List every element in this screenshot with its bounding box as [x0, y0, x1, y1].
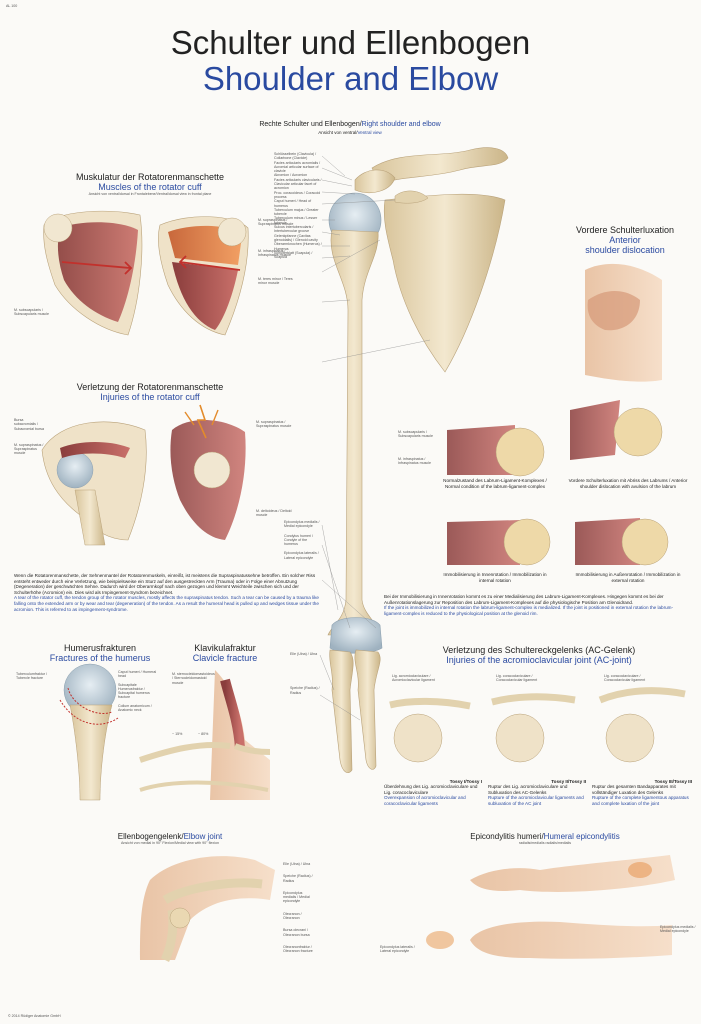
tossy-3: Tossy III/Tossy III Ruptur des gesamten …	[592, 779, 692, 806]
epicondylitis-illustration	[426, 855, 675, 959]
dislocation-text: Bei der Immobilisierung in Innenrotation…	[384, 594, 674, 616]
rotator-cuff-illustration	[43, 210, 249, 336]
label-acromial-facet: Facies articularis acromialis / Acromial…	[274, 160, 321, 174]
ac-label-2: Lig. coracoclaviculare / Coracoclavicula…	[496, 674, 538, 683]
rotator-cuff-injury-illustration	[41, 404, 246, 546]
label-clavicular-facet: Facies articularis clavicularis / Clavic…	[274, 177, 322, 191]
injuries-text: Wenn die Rotatorenmanschette, der Sehnen…	[14, 573, 319, 612]
label-acromion: Akromion / Acromion	[274, 173, 308, 178]
radius-bone	[354, 649, 381, 770]
main-labels-lower: Epicondylus medialis / Medial epicondyle…	[284, 520, 322, 560]
label-humeral-head: Caput humeri / Head of humerus	[274, 199, 312, 208]
humerus-fracture-illustration	[59, 663, 119, 801]
clavicle-bone	[371, 147, 509, 185]
clavicle-heading: Klavikulafraktur Clavicle fracture	[192, 643, 258, 663]
clavicle-pct-left: ~ 15%	[172, 732, 183, 736]
caption-normal: Normalzustand des Labrum-Ligament-Komple…	[443, 478, 547, 489]
ac-label-1: Lig. acromioclaviculare / Acromioclavicu…	[392, 674, 435, 683]
elbow-heading: Ellenbogengelenk/Elbow joint Ansicht von…	[117, 832, 223, 845]
main-labels-upper: Schlüsselbein (Clavicula) / Collarbone (…	[274, 152, 322, 259]
epicondylitis-label-right: Epicondylus medialis / Medial epicondyle	[660, 925, 696, 934]
main-labels-forearm: Elle (Ulna) / Ulna Speiche (Radius) / Ra…	[290, 652, 320, 695]
rotator-cuff-heading: Muskulatur der Rotatorenmanschette Muscl…	[75, 172, 225, 196]
poster-code: AL 100	[6, 4, 18, 8]
tossy-2: Tossy II/Tossy II Ruptur des Lig. acromi…	[488, 779, 586, 806]
label-glenoid: Gelenkpfanne (Cavitas glenoidalis) / Gle…	[274, 233, 318, 242]
ac-label-3: Lig. coracoclaviculare / Coracoclavicula…	[604, 674, 646, 683]
caption-dislocation: Vordere Schulterluxation mit Abriss des …	[568, 478, 688, 489]
elbow-labels: Elle (Ulna) / Ulna Speiche (Radius) / Ra…	[283, 862, 313, 954]
label-condyle: Condylus humeri / Condyle of the humerus	[284, 533, 313, 547]
rotator-cuff-label-left: M. subscapularis / Subscapularis muscle	[14, 308, 49, 317]
label-humerus: Oberarmknochen (Humerus) / Humerus	[274, 242, 322, 251]
main-subheading: Ansicht von ventral/Ventral view	[318, 130, 382, 135]
humerus-bone	[327, 229, 381, 636]
clavicle-pct-right: ~ 80%	[198, 732, 209, 736]
labrum-illustrations	[447, 400, 669, 566]
label-greater-tubercle: Tuberculum majus / Greater tubercle	[274, 207, 319, 217]
injuries-labels-right: M. supraspinatus / Supraspinatus muscle …	[256, 420, 292, 517]
fracture-label-tubercle: Tuberculumfraktur / Tubercle fracture	[16, 672, 48, 681]
fractures-heading: Humerusfrakturen Fractures of the humeru…	[49, 643, 151, 663]
fracture-labels-right: Caput humeri / Humeral head Subcapitale …	[118, 670, 157, 713]
rotator-cuff-labels-right: M. supraspinatus / Supraspinatus muscle …	[258, 218, 294, 286]
acromion-bone	[354, 169, 396, 193]
label-lesser-tubercle: Tuberculum minus / Lesser tubercle	[274, 216, 318, 225]
shoulder-dislocation-illustration	[585, 263, 662, 382]
caption-internal-rotation: Immobilisierung in Innenrotation / Immob…	[443, 572, 547, 583]
ulna-bone	[329, 649, 354, 773]
epicondylitis-label-left: Epicondylus lateralis / Lateral epicondy…	[380, 945, 415, 954]
injuries-heading: Verletzung der Rotatorenmanschette Injur…	[76, 382, 224, 402]
dislocation-heading: Vordere Schulterluxation Anterior should…	[575, 225, 675, 255]
injuries-labels-left: Bursa subacromialis / Subacromial bursa …	[14, 418, 44, 456]
elbow-joint-illustration	[140, 856, 275, 963]
caption-external-rotation: Immobilisierung in Außenrotation / Immob…	[575, 572, 681, 583]
epicondylitis-heading: Epicondylitis humeri/Humeral epicondylit…	[470, 832, 620, 845]
label-lateral-epicondyle: Epicondylus lateralis / Lateral epicondy…	[284, 551, 319, 560]
label-radius: Speiche (Radius) / Radius	[290, 686, 320, 695]
scapula-bone	[383, 193, 506, 373]
dislocation-labels-left: M. subscapularis / Subscapularis muscle …	[398, 430, 433, 465]
clavicle-label: M. sternocleidomastoideus / Sternocleido…	[172, 672, 215, 685]
ac-joint-illustration	[389, 687, 686, 763]
elbow-cartilage	[329, 617, 383, 654]
ac-joint-heading: Verletzung des Schultereckgelenks (AC-Ge…	[442, 645, 636, 665]
clavicle-fracture-illustration	[139, 670, 271, 800]
title-de: Schulter und Ellenbogen	[170, 24, 531, 61]
label-intertubercular: Sulcus intertubercularis / Intertubercul…	[274, 225, 314, 234]
label-clavicle: Schlüsselbein (Clavicula) / Collarbone (…	[274, 152, 317, 161]
label-ulna: Elle (Ulna) / Ulna	[290, 652, 318, 656]
label-medial-epicondyle: Epicondylus medialis / Medial epicondyle	[284, 520, 320, 529]
title-en: Shoulder and Elbow	[202, 60, 499, 97]
label-coracoid: Proc. coracoideus / Coracoid process	[274, 190, 321, 199]
tossy-1: Tossy I/Tossy I Überdehnung des Lig. acr…	[384, 779, 482, 806]
label-scapula: Schulterblatt (Scapula) / Scapula	[274, 250, 313, 260]
main-heading: Rechte Schulter und Ellenbogen/Right sho…	[259, 121, 441, 128]
copyright: © 2014 Rüdiger Anatomie GmbH	[8, 1014, 61, 1018]
